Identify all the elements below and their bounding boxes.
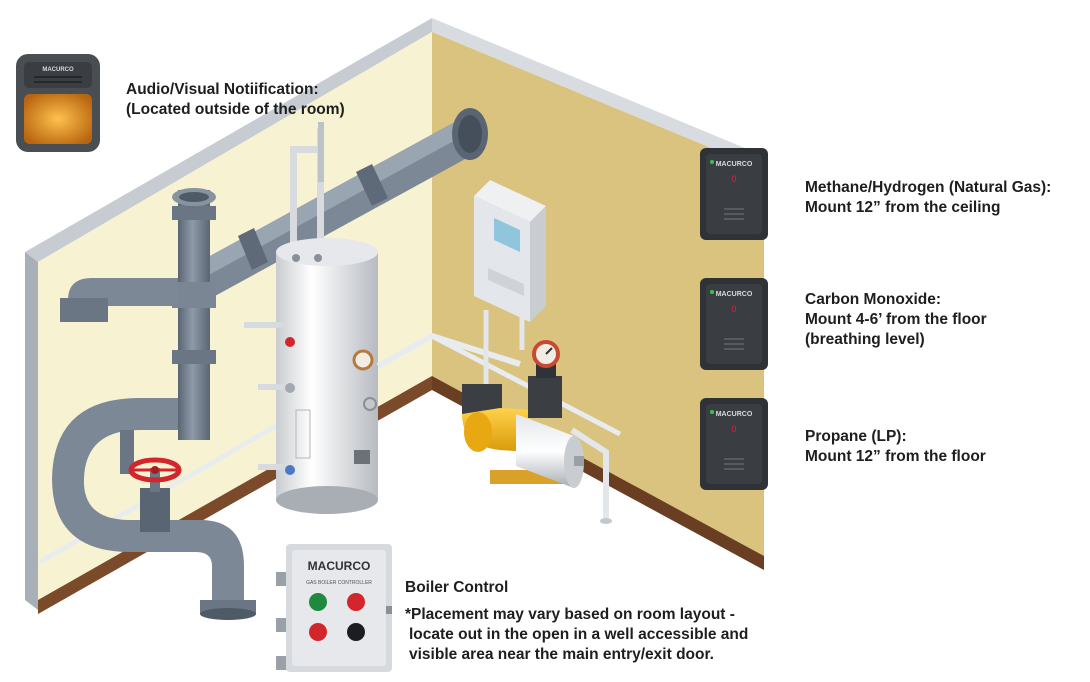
tank-feed-pipes <box>290 122 324 258</box>
left-wall-top-edge <box>25 18 432 262</box>
right-wall <box>432 32 764 566</box>
water-heater <box>244 238 378 514</box>
detector-methane: MACURCO 0 <box>700 148 768 240</box>
boiler-control-title: Boiler Control <box>405 578 508 598</box>
detector-display-text: 0 <box>731 304 736 314</box>
controller-black-button <box>347 623 365 641</box>
propane-label-line1: Propane (LP): <box>805 428 907 445</box>
boiler-control-note: *Placement may vary based on room layout… <box>405 605 748 665</box>
boiler-control-note-line2: locate out in the open in a well accessi… <box>409 626 749 643</box>
controller-green-button <box>309 593 327 611</box>
right-wall-conduit <box>430 333 622 437</box>
horn-strobe: MACURCO <box>16 54 100 152</box>
carbon-monoxide-label-line2: Mount 4-6’ from the floor <box>805 311 987 328</box>
controller-red-button-bottom <box>309 623 327 641</box>
strobe-lens <box>24 94 92 144</box>
circulation-pump <box>462 340 584 488</box>
notification-label-line1: Audio/Visual Notiification: <box>126 81 319 98</box>
notification-label-line2: (Located outside of the room) <box>126 101 345 118</box>
propane-label-line2: Mount 12” from the floor <box>805 448 986 465</box>
carbon-monoxide-label: Carbon Monoxide: Mount 4-6’ from the flo… <box>805 290 987 350</box>
boiler-control-title-text: Boiler Control <box>405 579 509 596</box>
vertical-pipe <box>60 188 216 440</box>
methane-label-line2: Mount 12” from the ceiling <box>805 199 1001 216</box>
detector-brand-text: MACURCO <box>716 161 753 168</box>
detector-display-text: 0 <box>731 424 736 434</box>
exhaust-pipe <box>188 108 488 302</box>
controller-brand-text: MACURCO <box>308 559 371 573</box>
wall-control-panel <box>474 180 546 322</box>
horn-brand-text: MACURCO <box>42 67 74 73</box>
carbon-monoxide-label-line1: Carbon Monoxide: <box>805 291 942 308</box>
tank-gauge <box>352 349 374 371</box>
boiler-controller: MACURCO GAS BOILER CONTROLLER <box>276 544 392 672</box>
left-wall-edge <box>25 252 38 610</box>
detector-brand-text: MACURCO <box>716 291 753 298</box>
boiler-control-note-line1: *Placement may vary based on room layout… <box>405 606 735 623</box>
detector-carbon-monoxide: MACURCO 0 <box>700 278 768 370</box>
boiler-control-note-line3: visible area near the main entry/exit do… <box>409 646 714 663</box>
notification-label: Audio/Visual Notiification: (Located out… <box>126 80 345 120</box>
propane-label: Propane (LP): Mount 12” from the floor <box>805 427 986 467</box>
lower-pipe <box>52 398 256 620</box>
valve-body <box>140 488 170 532</box>
detector-display-text: 0 <box>731 174 736 184</box>
panel-screen <box>494 218 520 252</box>
right-wall-top-edge <box>432 18 764 170</box>
methane-label: Methane/Hydrogen (Natural Gas): Mount 12… <box>805 178 1051 218</box>
controller-subtitle-text: GAS BOILER CONTROLLER <box>306 580 372 586</box>
conduit-pipes <box>376 310 612 524</box>
carbon-monoxide-label-line3: (breathing level) <box>805 331 925 348</box>
methane-label-line1: Methane/Hydrogen (Natural Gas): <box>805 179 1052 196</box>
controller-red-button-top <box>347 593 365 611</box>
detector-brand-text: MACURCO <box>716 411 753 418</box>
detector-propane: MACURCO 0 <box>700 398 768 490</box>
